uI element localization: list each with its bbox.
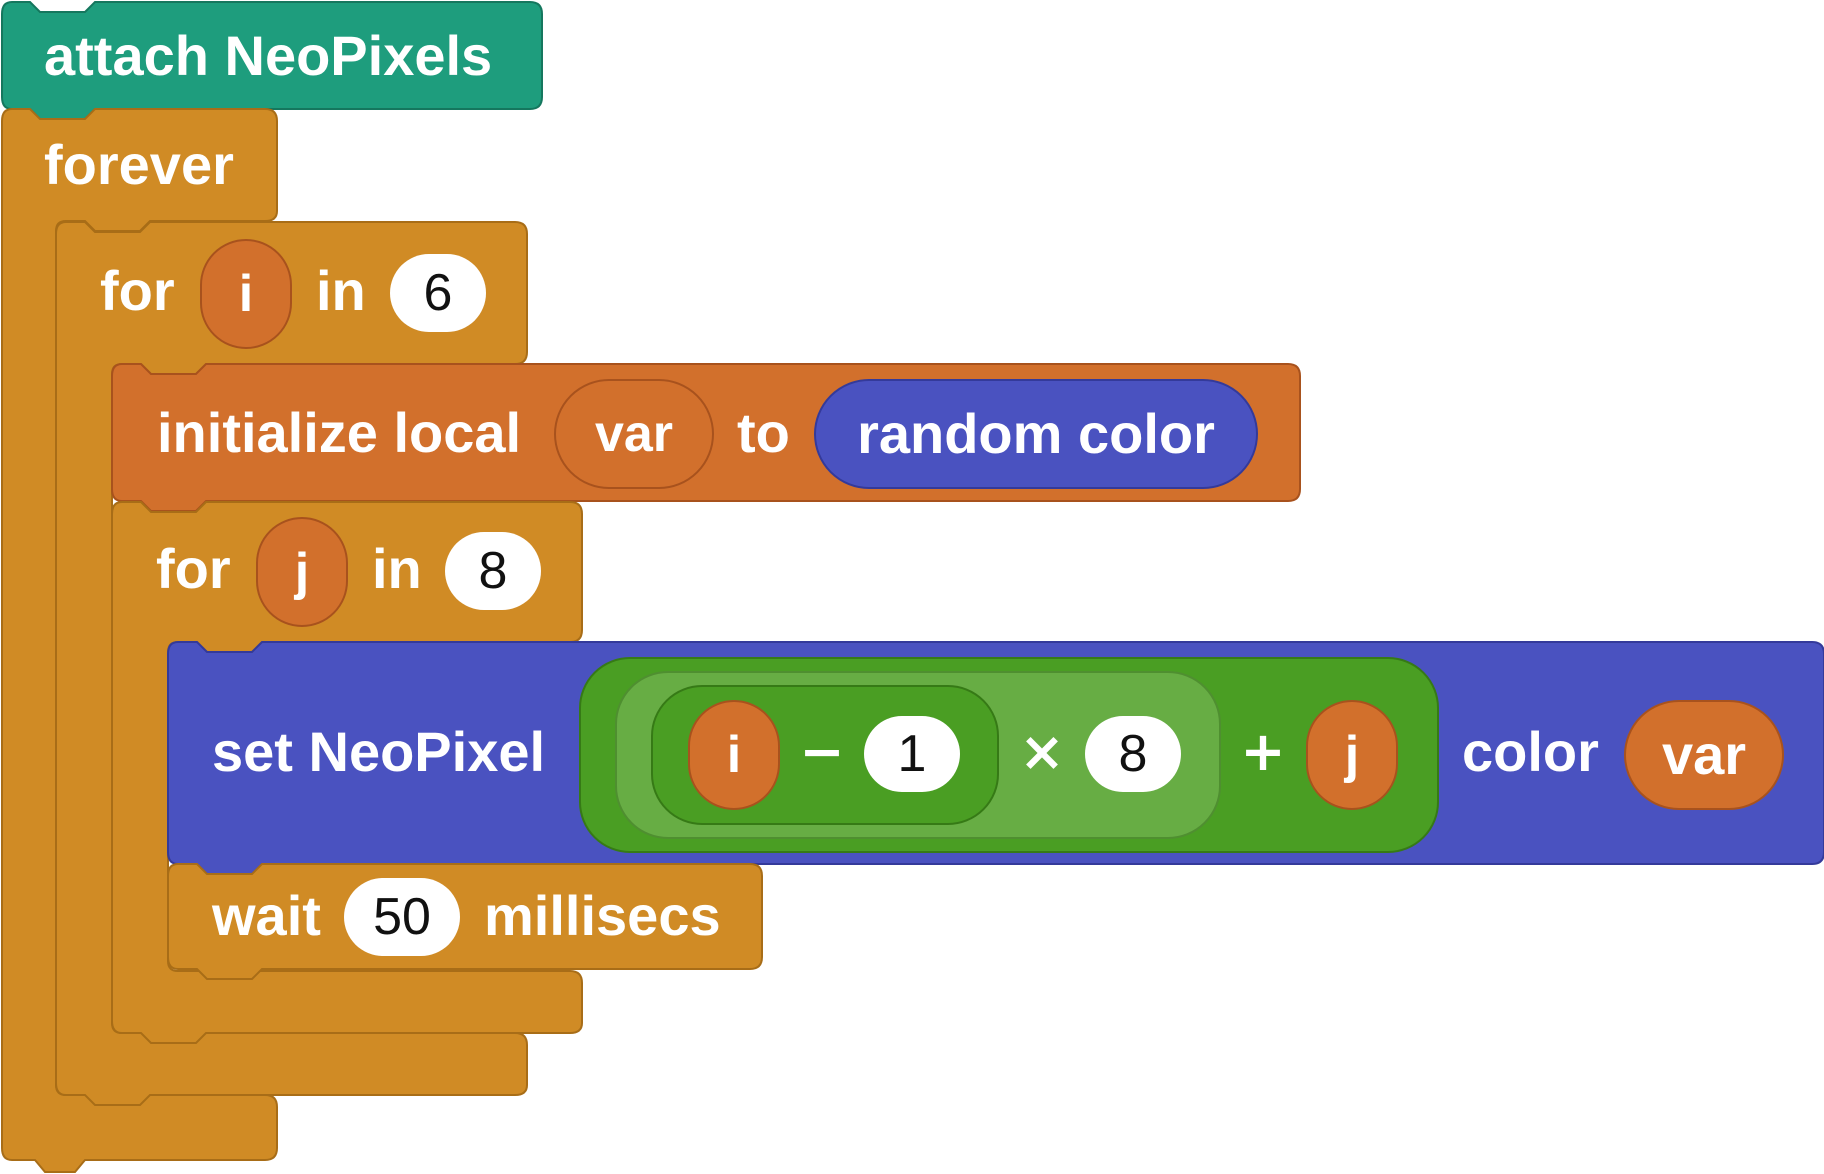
initialize-to-label: to — [737, 401, 790, 464]
wait-block[interactable] — [167, 863, 763, 980]
loop-variable-i[interactable]: i — [200, 239, 292, 349]
times-operator: × — [1019, 720, 1065, 783]
minus-operator: − — [799, 720, 845, 783]
attach-neopixels-block[interactable] — [1, 1, 543, 120]
forever-label: forever — [44, 133, 234, 196]
wait-duration-input[interactable]: 50 — [344, 878, 460, 956]
color-label: color — [1462, 720, 1599, 783]
subtrahend-input[interactable]: 1 — [864, 716, 960, 792]
color-variable-var[interactable]: var — [1624, 700, 1784, 810]
for-j-loop-block[interactable] — [111, 501, 583, 1044]
random-color-reporter[interactable]: random color — [814, 379, 1258, 489]
for-j-count-input[interactable]: 8 — [445, 532, 541, 610]
expression-variable-i[interactable]: i — [688, 700, 780, 810]
expression-variable-j[interactable]: j — [1306, 700, 1398, 810]
for-i-in-label: in — [316, 259, 366, 322]
for-i-count-input[interactable]: 6 — [390, 254, 486, 332]
for-i-keyword: for — [100, 259, 175, 322]
wait-label: wait — [212, 884, 321, 947]
multiplier-input[interactable]: 8 — [1085, 716, 1181, 792]
set-neopixel-label: set NeoPixel — [212, 720, 546, 783]
wait-unit-label: millisecs — [484, 884, 721, 947]
local-variable-name-field[interactable]: var — [554, 379, 714, 489]
for-j-in-label: in — [372, 537, 422, 600]
initialize-local-label: initialize local — [157, 401, 522, 464]
plus-operator: + — [1240, 720, 1286, 783]
attach-neopixels-label: attach NeoPixels — [44, 24, 493, 87]
loop-variable-j[interactable]: j — [256, 517, 348, 627]
for-j-keyword: for — [156, 537, 231, 600]
